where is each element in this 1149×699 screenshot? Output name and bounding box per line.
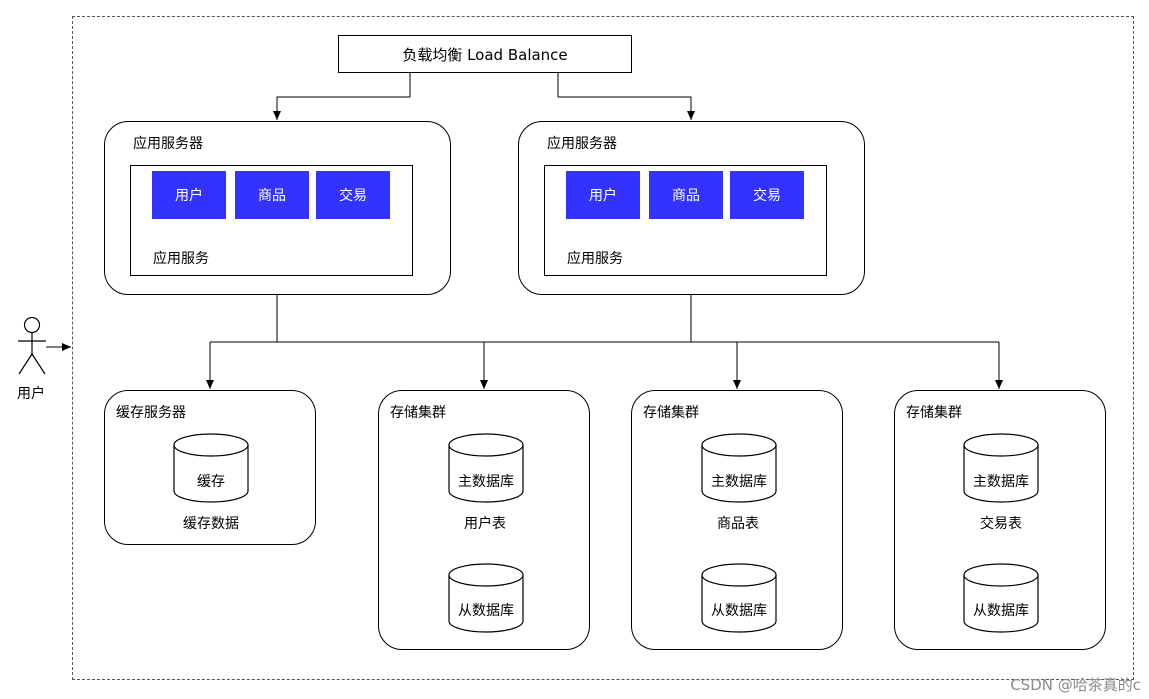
module-trade: 交易 xyxy=(730,171,804,219)
master-db-label: 主数据库 xyxy=(711,474,767,490)
storage-cluster-1: 存储集群 主数据库 用户表 从数据库 xyxy=(378,390,590,650)
master-db-icon xyxy=(701,433,777,503)
module-goods: 商品 xyxy=(235,171,309,219)
slave-db-icon xyxy=(448,563,524,633)
app-service-label: 应用服务 xyxy=(153,251,209,267)
slave-db-label: 从数据库 xyxy=(458,603,514,619)
module-trade: 交易 xyxy=(316,171,390,219)
master-db-icon xyxy=(963,433,1039,503)
storage-cluster-title: 存储集群 xyxy=(390,405,446,421)
user-actor-icon xyxy=(18,316,46,375)
lb-to-server-2-arrow xyxy=(557,73,695,120)
master-db-icon xyxy=(448,433,524,503)
slave-db-label: 从数据库 xyxy=(973,603,1029,619)
app-server-title: 应用服务器 xyxy=(133,136,203,152)
cache-db-icon xyxy=(173,433,249,503)
load-balancer-label: 负载均衡 Load Balance xyxy=(402,45,568,64)
storage-cluster-title: 存储集群 xyxy=(643,405,699,421)
app-service-box: 用户 商品 交易 应用服务 xyxy=(130,165,413,276)
app-server-title: 应用服务器 xyxy=(547,136,617,152)
slave-db-label: 从数据库 xyxy=(711,603,767,619)
watermark-text: CSDN @哈茶真的c xyxy=(1010,676,1141,694)
table-label: 用户表 xyxy=(464,516,506,532)
storage-cluster-title: 存储集群 xyxy=(906,405,962,421)
app-service-label: 应用服务 xyxy=(567,251,623,267)
module-user: 用户 xyxy=(152,171,226,219)
storage-cluster-3: 存储集群 主数据库 交易表 从数据库 xyxy=(894,390,1106,650)
cache-server-title: 缓存服务器 xyxy=(116,405,186,421)
module-goods: 商品 xyxy=(649,171,723,219)
lb-to-server-1-arrow xyxy=(273,73,411,120)
master-db-label: 主数据库 xyxy=(973,474,1029,490)
system-boundary xyxy=(72,16,1134,680)
module-user: 用户 xyxy=(566,171,640,219)
slave-db-icon xyxy=(701,563,777,633)
master-db-label: 主数据库 xyxy=(458,474,514,490)
load-balancer-box: 负载均衡 Load Balance xyxy=(338,35,632,73)
table-label: 商品表 xyxy=(717,516,759,532)
cache-db-label: 缓存 xyxy=(197,474,225,490)
table-label: 交易表 xyxy=(980,516,1022,532)
cache-server: 缓存服务器 缓存 缓存数据 xyxy=(104,390,316,545)
app-service-box: 用户 商品 交易 应用服务 xyxy=(544,165,827,276)
cache-data-label: 缓存数据 xyxy=(183,516,239,532)
slave-db-icon xyxy=(963,563,1039,633)
user-label: 用户 xyxy=(17,386,45,402)
app-server-2: 应用服务器 用户 商品 交易 应用服务 xyxy=(518,121,865,295)
storage-cluster-2: 存储集群 主数据库 商品表 从数据库 xyxy=(631,390,843,650)
app-server-1: 应用服务器 用户 商品 交易 应用服务 xyxy=(104,121,451,295)
